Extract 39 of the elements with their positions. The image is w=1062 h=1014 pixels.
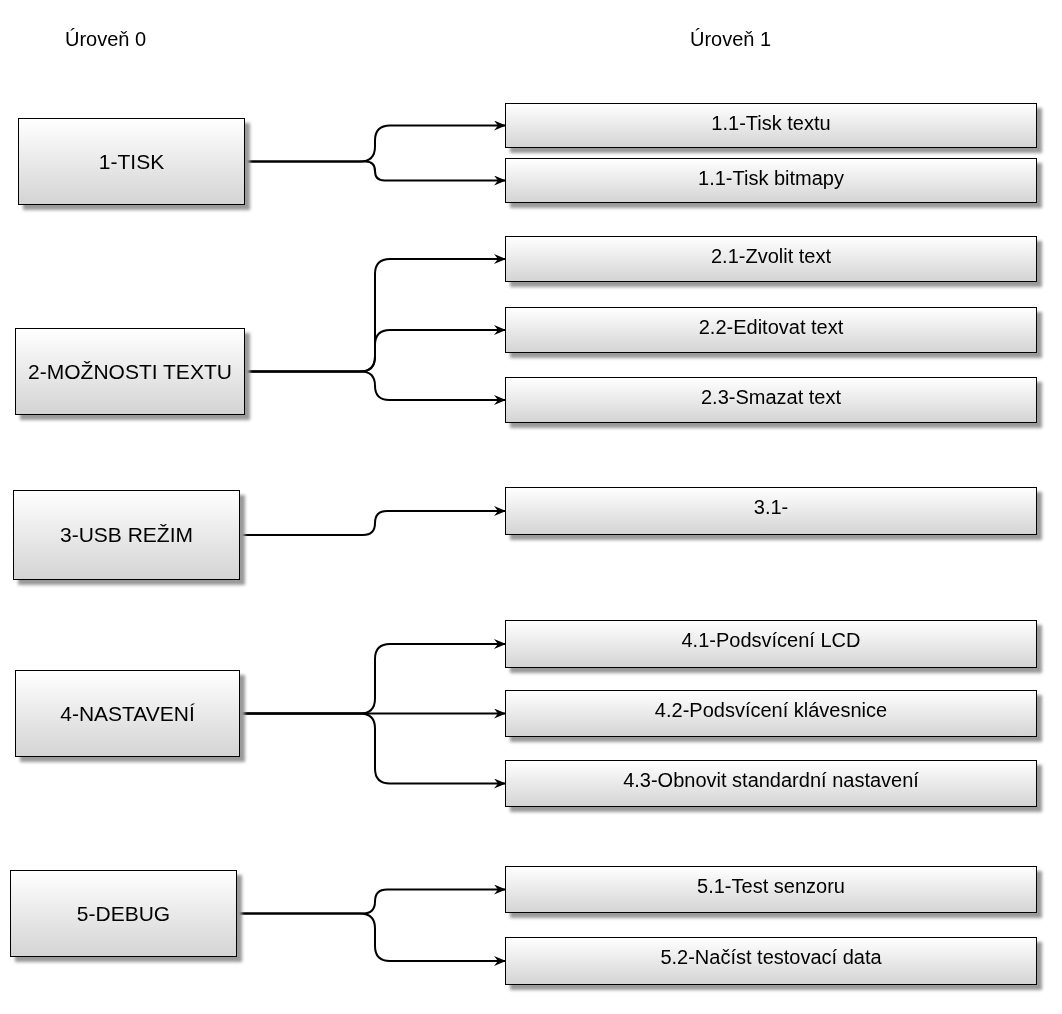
- arrow: [236, 912, 506, 966]
- menu-box: [10, 870, 237, 957]
- menu-item-label: 1-TISK: [98, 149, 165, 174]
- menu-item-label: 4-NASTAVENÍ: [60, 701, 195, 726]
- menu-box: [505, 103, 1037, 148]
- level-heading: Úroveň 1: [690, 28, 772, 51]
- menu-box: [505, 760, 1037, 807]
- menu-item-label: 5-DEBUG: [76, 901, 171, 926]
- menu-box: [505, 487, 1037, 535]
- menu-box: [505, 307, 1037, 353]
- menu-box: [505, 690, 1037, 737]
- menu-item-label: 5.2-Načíst testovací data: [660, 946, 882, 969]
- menu-item-label: 2.2-Editovat text: [698, 316, 844, 339]
- menu-box: [505, 620, 1037, 668]
- menu-box: [505, 236, 1037, 282]
- level-heading: Úroveň 0: [65, 28, 147, 51]
- menu-item-label: 2.1-Zvolit text: [710, 245, 831, 268]
- menu-box: [505, 937, 1037, 985]
- menu-item-label: 2-MOŽNOSTI TEXTU: [28, 359, 232, 384]
- menu-item-label: 3-USB REŽIM: [60, 523, 193, 547]
- menu-box: [15, 328, 245, 415]
- menu-box: [505, 866, 1037, 913]
- menu-box: [18, 118, 245, 205]
- menu-box: [13, 490, 240, 580]
- menu-item-label: 4.2-Podsvícení klávesnice: [654, 699, 888, 722]
- arrow: [244, 160, 506, 186]
- menu-item-label: 1.1-Tisk textu: [711, 112, 831, 135]
- arrow: [239, 506, 506, 536]
- menu-item-label: 4.1-Podsvícení LCD: [681, 629, 861, 652]
- menu-box: [505, 377, 1037, 423]
- menu-item-label: 2.3-Smazat text: [700, 386, 842, 409]
- menu-box: [505, 158, 1037, 203]
- menu-item-label: 3.1-: [753, 496, 789, 519]
- menu-item-label: 5.1-Test senzoru: [697, 875, 845, 898]
- arrow: [244, 370, 506, 405]
- menu-item-label: 1.1-Tisk bitmapy: [698, 167, 844, 190]
- arrow: [239, 712, 506, 789]
- menu-box: [15, 670, 240, 757]
- menu-item-label: 4.3-Obnovit standardní nastavení: [623, 769, 919, 792]
